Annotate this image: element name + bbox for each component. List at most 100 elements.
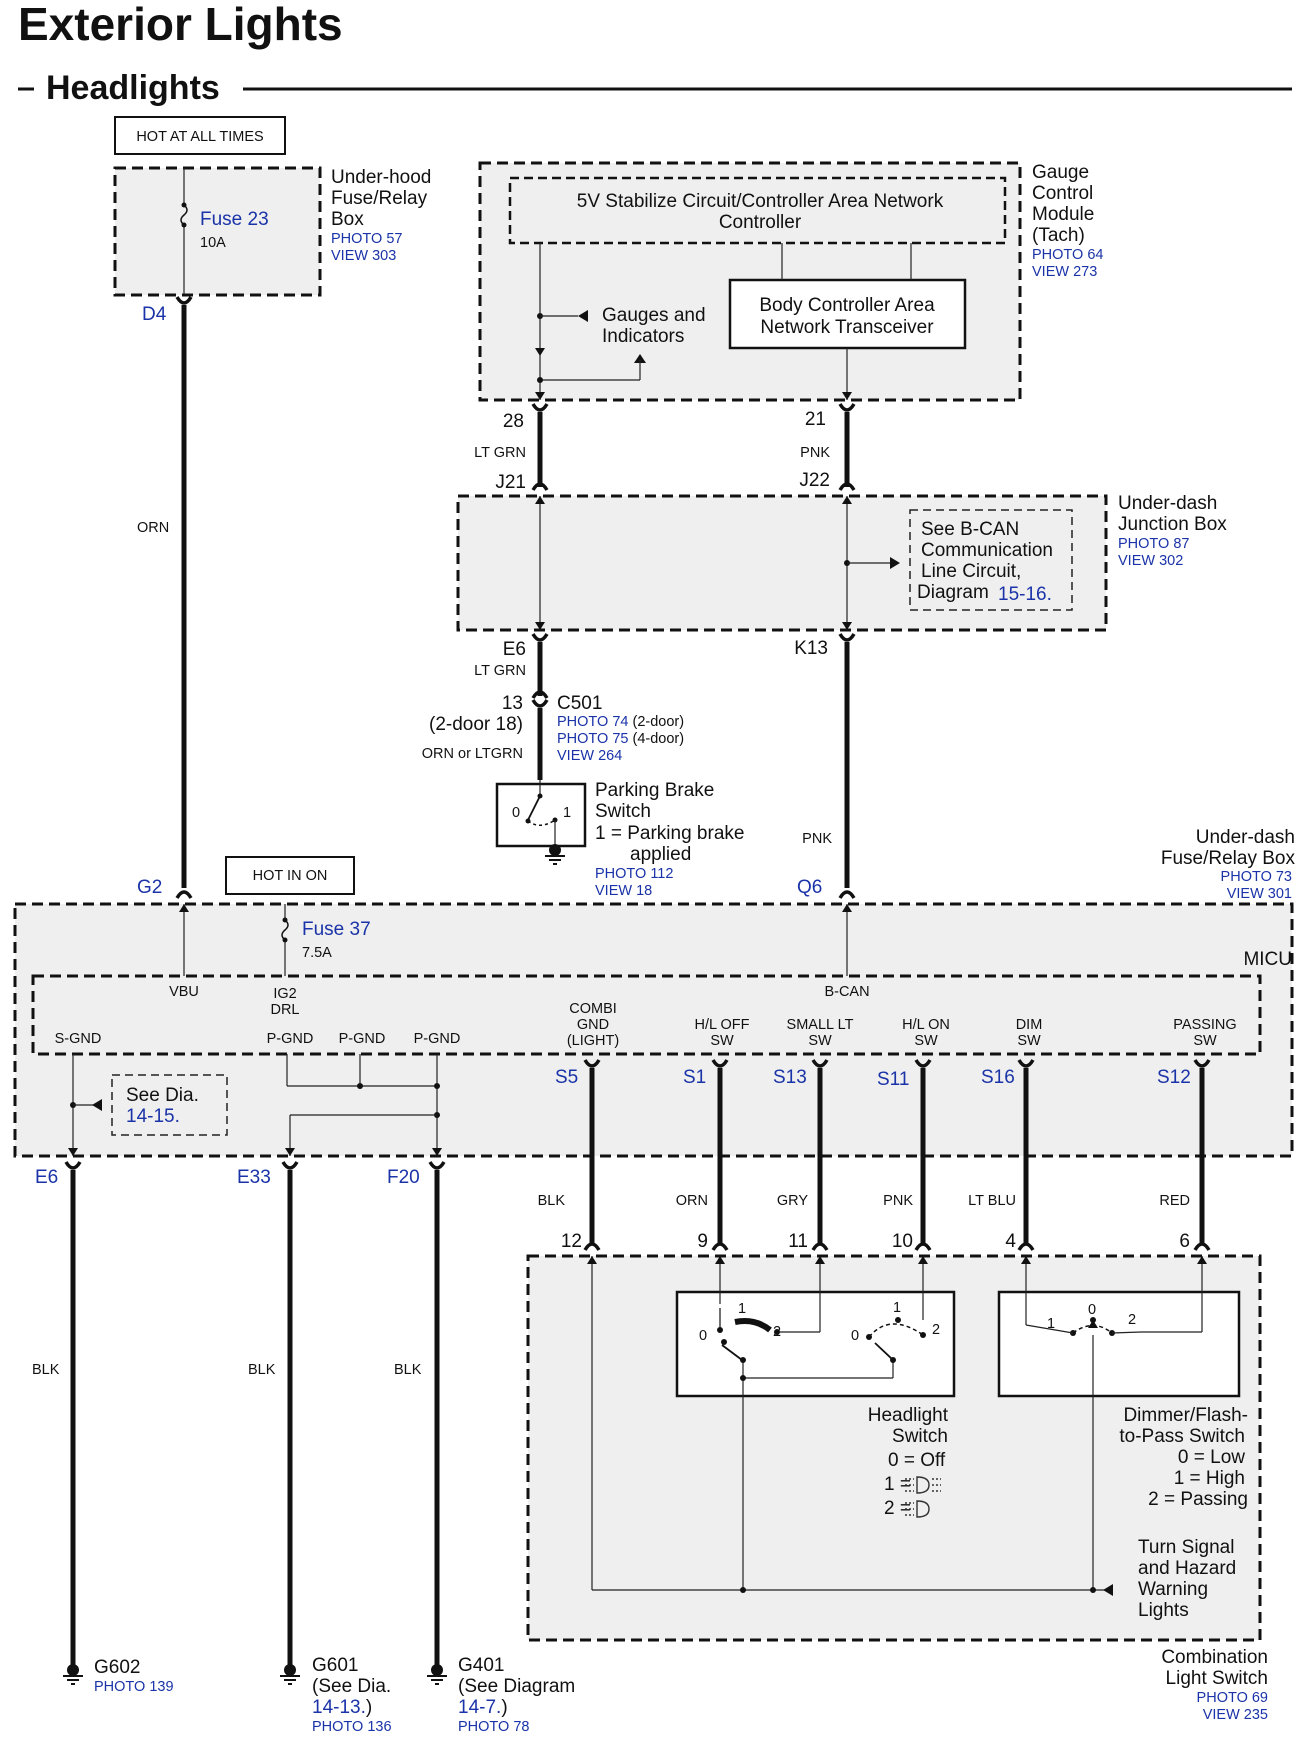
- wire-color-ltgrn-2: LT GRN: [474, 663, 526, 679]
- pin-j22: J22: [799, 470, 830, 491]
- wire-color-blk-f20: BLK: [394, 1362, 422, 1378]
- pin-9: 9: [697, 1231, 708, 1252]
- terminal-bottom-s1-9: [711, 1242, 729, 1252]
- hl-sw-left-pos-1: 1: [738, 1301, 746, 1317]
- dimmer-legend-1: 1 = High: [1174, 1468, 1245, 1489]
- pin-s1: S1: [683, 1067, 706, 1088]
- low-beam-icon: [905, 1476, 941, 1494]
- dimmer-name-1: Dimmer/Flash-: [1123, 1405, 1248, 1426]
- dimmer-pos-2: 2: [1128, 1312, 1136, 1328]
- micu-hlon-2: SW: [914, 1033, 938, 1049]
- parking-photo: PHOTO 112: [595, 866, 673, 882]
- hot-at-all-times-label-box: [114, 116, 286, 155]
- see-dia-box: [111, 1074, 228, 1136]
- see-bcan-3: Line Circuit,: [921, 561, 1021, 582]
- see-bcan-box: [909, 509, 1073, 611]
- headlight-name-2: Switch: [892, 1426, 948, 1447]
- svg-text:PHOTO 75 (4-door): PHOTO 75 (4-door): [557, 731, 684, 747]
- wire-color-pnk-s11: PNK: [883, 1193, 913, 1209]
- can-controller-label-2: Controller: [719, 212, 802, 233]
- g401-see: (See Diagram: [458, 1676, 575, 1697]
- junction-name-1: Under-dash: [1118, 493, 1217, 514]
- pin-28: 28: [503, 411, 524, 432]
- pin-s11: S11: [877, 1069, 909, 1090]
- pin-j21: J21: [495, 472, 526, 493]
- dimmer-switch: [997, 1290, 1241, 1398]
- underdash-fuse-relay-box: [13, 902, 1294, 1158]
- see-bcan-2: Communication: [921, 540, 1053, 561]
- gauges-label-2: Indicators: [602, 326, 684, 347]
- junction-view: VIEW 302: [1118, 553, 1183, 569]
- see-bcan-1: See B-CAN: [921, 519, 1019, 540]
- hot-at-all-times-label: HOT AT ALL TIMES: [136, 129, 263, 145]
- wire-color-orn-ltgrn: ORN or LTGRN: [422, 746, 523, 762]
- micu-hlon-1: H/L ON: [902, 1017, 950, 1033]
- ground-icon-g602: [62, 1663, 84, 1685]
- c501-label: C501: [557, 693, 602, 714]
- g401-link[interactable]: 14-7.: [458, 1697, 501, 1718]
- junction-name-2: Junction Box: [1118, 514, 1227, 535]
- gauges-label-1: Gauges and: [602, 305, 706, 326]
- see-dia-link[interactable]: 14-15.: [126, 1106, 180, 1127]
- can-transceiver-label-1: Body Controller Area: [759, 295, 935, 316]
- underhood-name-2: Fuse/Relay: [331, 188, 428, 209]
- ground-icon-g601: [279, 1663, 301, 1685]
- fuse-37-icon: [281, 919, 289, 941]
- terminal-bottom-s11-10: [914, 1242, 932, 1252]
- ground-icon-g401: [426, 1663, 448, 1685]
- see-bcan-4: Diagram: [917, 582, 989, 603]
- g601-link[interactable]: 14-13.: [312, 1697, 366, 1718]
- pin-g2: G2: [137, 877, 162, 898]
- g401-photo: PHOTO 78: [458, 1719, 529, 1735]
- pin-s16: S16: [981, 1067, 1015, 1088]
- wire-color-pnk-1: PNK: [800, 445, 830, 461]
- combo-name-2: Light Switch: [1166, 1668, 1268, 1689]
- underhood-name-1: Under-hood: [331, 167, 431, 188]
- fuse-37-rating: 7.5A: [302, 945, 332, 961]
- parking-legend-2: applied: [630, 844, 691, 865]
- gauge-name-4: (Tach): [1032, 225, 1085, 246]
- hl-sw-right-pos-1: 1: [893, 1300, 901, 1316]
- underdash-junction-box: [456, 494, 1108, 632]
- micu-box-name-1: Under-dash: [1196, 827, 1295, 848]
- wire-color-orn-s1: ORN: [676, 1193, 708, 1209]
- turn-label-4: Lights: [1138, 1600, 1189, 1621]
- pin-s12: S12: [1157, 1067, 1191, 1088]
- hl-sw-left-pos-2: 2: [773, 1324, 781, 1340]
- dimmer-pos-1: 1: [1047, 1316, 1055, 1332]
- pin-e6: E6: [35, 1167, 58, 1188]
- hl-sw-right-pos-0: 0: [851, 1328, 859, 1344]
- pin-q6: Q6: [797, 877, 822, 898]
- g401-name: G401: [458, 1655, 504, 1676]
- dimmer-legend-0: 0 = Low: [1178, 1447, 1245, 1468]
- terminal-bottom-s13-11: [811, 1242, 829, 1252]
- pin-10: 10: [892, 1231, 913, 1252]
- g601-see: (See Dia.: [312, 1676, 391, 1697]
- combo-name-1: Combination: [1161, 1647, 1268, 1668]
- wire-color-ltgrn-1: LT GRN: [474, 445, 526, 461]
- micu-drl: DRL: [270, 1002, 299, 1018]
- wire-color-blk-e6: BLK: [32, 1362, 60, 1378]
- see-bcan-link[interactable]: 15-16.: [998, 584, 1052, 605]
- underhood-name-3: Box: [331, 209, 364, 230]
- c501-photo2-note: (4-door): [632, 731, 684, 747]
- g602-photo: PHOTO 139: [94, 1679, 174, 1695]
- parking-name-2: Switch: [595, 801, 651, 822]
- g602-name: G602: [94, 1657, 140, 1678]
- underhood-fuse-box: [113, 166, 322, 297]
- c501-photo1-note: (2-door): [632, 714, 684, 730]
- headlight-legend-1: 1 =: [884, 1474, 911, 1495]
- g601-name: G601: [312, 1655, 358, 1676]
- micu-box-name-2: Fuse/Relay Box: [1161, 848, 1296, 869]
- parking-brake-switch: [495, 782, 587, 848]
- turn-label-2: and Hazard: [1138, 1558, 1236, 1579]
- micu-smalllt-2: SW: [808, 1033, 832, 1049]
- pin-f20: F20: [387, 1167, 420, 1188]
- c501-photo2: PHOTO 75: [557, 731, 628, 747]
- dimmer-name-2: to-Pass Switch: [1119, 1426, 1245, 1447]
- svg-text:PHOTO 74 (2-door): PHOTO 74 (2-door): [557, 714, 684, 730]
- parking-pos-0: 0: [512, 805, 520, 821]
- wire-color-red-s12: RED: [1159, 1193, 1190, 1209]
- parking-light-icon: [905, 1500, 930, 1518]
- wire-color-gry-s13: GRY: [777, 1193, 808, 1209]
